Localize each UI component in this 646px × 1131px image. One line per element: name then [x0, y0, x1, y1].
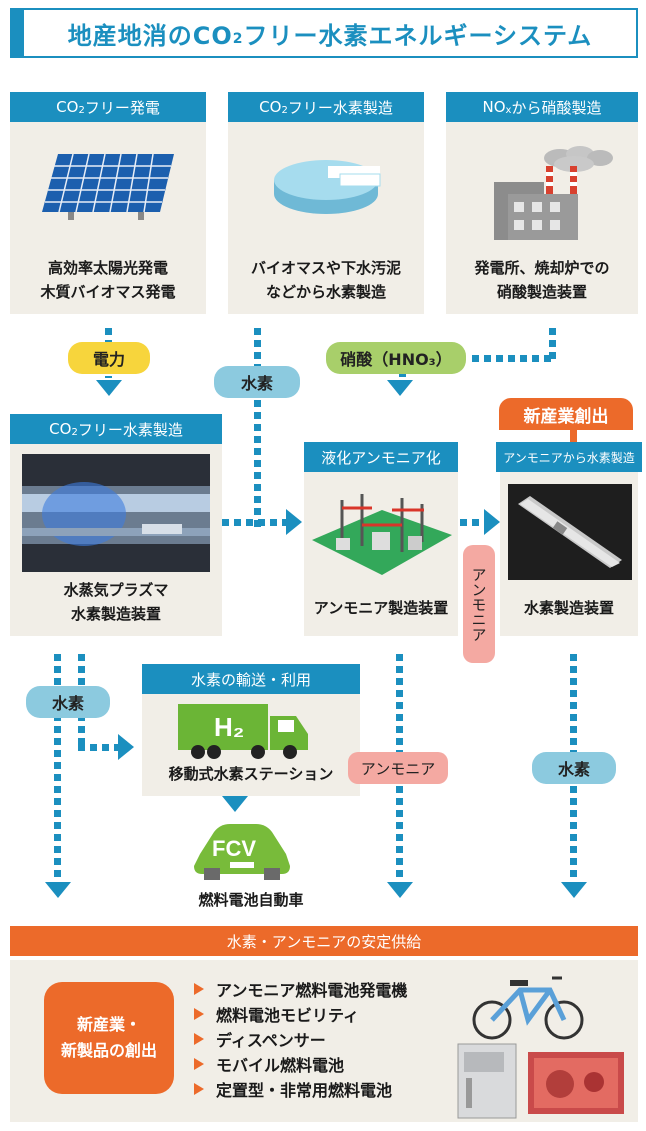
caption-h2-device: 水素製造装置	[523, 599, 614, 617]
arrow-down-left	[45, 882, 71, 898]
plasma-tube-photo	[22, 454, 210, 572]
header-liquid-ammonia: 液化アンモニア化	[304, 442, 458, 472]
label-nitric-acid: 硝酸（HNO₃）	[326, 342, 466, 374]
generator-photo	[528, 1052, 624, 1114]
arrow-right-to-truck	[118, 734, 134, 760]
caption-ammonia-device: アンモニア製造装置	[313, 599, 449, 617]
caption-nitric-device: 発電所、焼却炉での硝酸製造装置	[474, 259, 610, 301]
new-products-badge: 新産業・新製品の創出	[44, 982, 174, 1094]
bicycle-photo	[472, 976, 584, 1040]
arrow-down-to-fcv	[222, 796, 248, 812]
list-item: モバイル燃料電池	[194, 1051, 407, 1076]
arrow-down-nitric	[387, 380, 413, 396]
truck-h2-label: H₂	[214, 712, 245, 742]
flow-line-hydrogen-1	[254, 328, 261, 528]
hydrogen-tube-photo	[508, 484, 632, 580]
new-industry-tag: 新産業創出	[499, 398, 633, 430]
flow-line-nitric-horizontal	[472, 355, 552, 362]
caption-mobile-station: 移動式水素ステーション	[168, 765, 334, 783]
label-ammonia-2: アンモニア	[348, 752, 448, 784]
label-hydrogen-1: 水素	[214, 366, 300, 398]
list-item: 定置型・非常用燃料電池	[194, 1076, 407, 1101]
fuel-cell-unit-photo	[457, 1043, 517, 1119]
list-item: ディスペンサー	[194, 1026, 407, 1051]
label-hydrogen-2: 水素	[26, 686, 110, 718]
header-transport: 水素の輸送・利用	[142, 664, 360, 694]
flow-line-hydrogen-right	[222, 519, 286, 526]
flow-line-nitric-down	[399, 370, 406, 380]
arrow-down-electricity	[96, 380, 122, 396]
flow-line-left-to-truck	[78, 744, 118, 751]
arrow-right-hydrogen-1	[286, 509, 302, 535]
new-industry-connector	[570, 430, 577, 442]
caption-solar: 高効率太陽光発電木質バイオマス発電	[40, 259, 176, 301]
label-electricity: 電力	[68, 342, 150, 374]
list-item: 燃料電池モビリティ	[194, 1001, 407, 1026]
caption-fcv: 燃料電池自動車	[198, 891, 304, 909]
flow-line-nitric-vertical	[549, 328, 556, 362]
list-item: アンモニア燃料電池発電機	[194, 976, 407, 1001]
header-h2-from-ammonia: アンモニアから水素製造	[496, 442, 642, 472]
fcv-car-icon	[194, 824, 290, 880]
caption-biomass: バイオマスや下水汚泥などから水素製造	[250, 259, 401, 301]
flow-line-left-1	[54, 654, 61, 880]
arrow-down-ammonia	[387, 882, 413, 898]
solar-panel-icon	[42, 153, 174, 220]
disc-icon	[274, 160, 381, 214]
arrow-down-right	[561, 882, 587, 898]
ammonia-plant-photo	[312, 494, 452, 575]
label-ammonia-vertical: アンモニア	[463, 545, 495, 663]
arrow-right-ammonia	[484, 509, 500, 535]
label-hydrogen-3: 水素	[532, 752, 616, 784]
fcv-label: FCV	[212, 836, 256, 861]
stable-supply-bar: 水素・アンモニアの安定供給	[10, 926, 638, 956]
product-list: アンモニア燃料電池発電機 燃料電池モビリティ ディスペンサー モバイル燃料電池 …	[194, 976, 407, 1101]
caption-plasma: 水蒸気プラズマ水素製造装置	[63, 581, 169, 623]
factory-icon	[494, 146, 613, 240]
flow-line-ammonia-to-h2	[460, 519, 484, 526]
truck-icon	[178, 704, 308, 759]
